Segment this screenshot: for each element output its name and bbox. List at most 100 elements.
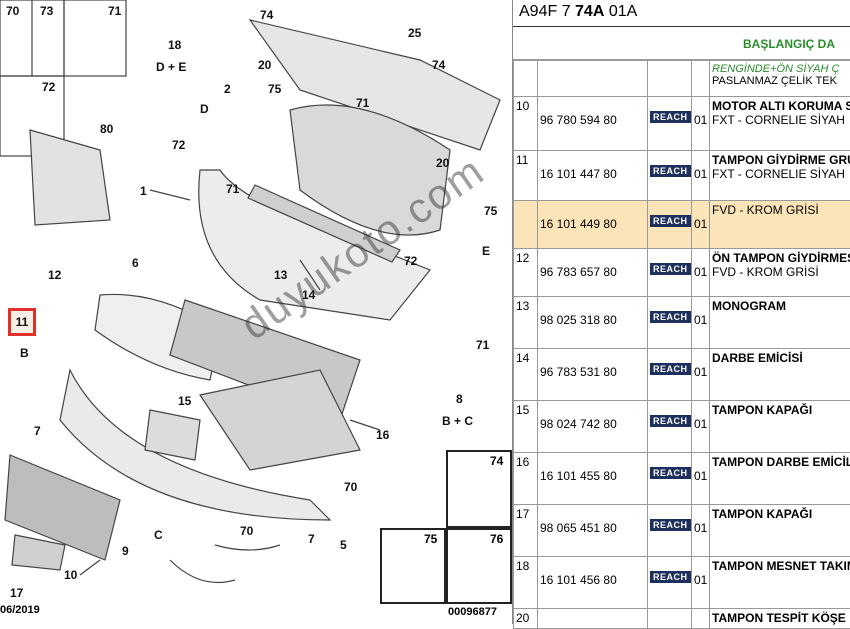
callout-70c[interactable]: 70 (240, 524, 253, 538)
row-number: 17 (516, 507, 535, 521)
part-number: 96 783 531 80 (540, 365, 645, 379)
callout-70b[interactable]: 70 (344, 480, 357, 494)
quantity: 01 (694, 521, 707, 535)
quantity: 01 (694, 167, 707, 181)
callout-71b[interactable]: 71 (356, 96, 369, 110)
part-number: 96 780 594 80 (540, 113, 645, 127)
callout-8[interactable]: 8 (456, 392, 463, 406)
reach-badge: REACH (650, 415, 691, 427)
row-number: 18 (516, 559, 535, 573)
callout-D[interactable]: D (200, 102, 209, 116)
part-name: TAMPON GİYDİRME GRU (712, 153, 849, 167)
row-number: 15 (516, 403, 535, 417)
callout-70[interactable]: 70 (6, 4, 19, 18)
quantity: 01 (694, 265, 707, 279)
callout-E[interactable]: E (482, 244, 490, 258)
reach-badge: REACH (650, 111, 691, 123)
callout-2[interactable]: 2 (224, 82, 231, 96)
callout-71d[interactable]: 71 (476, 338, 489, 352)
callout-17[interactable]: 17 (10, 586, 23, 600)
quantity: 01 (694, 417, 707, 431)
row-number: 16 (516, 455, 535, 469)
callout-C[interactable]: C (154, 528, 163, 542)
part-detail: FXT - CORNELIE SİYAH (712, 113, 849, 127)
part-name: ÖN TAMPON GİYDİRMES (712, 251, 849, 265)
fastener-box-75: 75 (380, 528, 446, 604)
part-number: 98 025 318 80 (540, 313, 645, 327)
row-number: 14 (516, 351, 535, 365)
callout-25[interactable]: 25 (408, 26, 421, 40)
header-prefix: A94F 7 (519, 3, 575, 20)
part-number: 98 065 451 80 (540, 521, 645, 535)
callout-75[interactable]: 75 (268, 82, 281, 96)
callout-7[interactable]: 7 (34, 424, 41, 438)
callout-15[interactable]: 15 (178, 394, 191, 408)
callout-7b[interactable]: 7 (308, 532, 315, 546)
part-name: MONOGRAM (712, 299, 849, 313)
part-number: 16 101 456 80 (540, 573, 645, 587)
part-detail: FVD - KROM GRİSİ (712, 203, 849, 217)
start-banner: BAŞLANGIÇ DA (513, 28, 850, 60)
callout-11-highlighted[interactable]: 11 (8, 308, 36, 336)
part-detail: FXT - CORNELIE SİYAH (712, 167, 849, 181)
callout-71c[interactable]: 71 (226, 182, 239, 196)
box-label-76: 76 (490, 532, 503, 546)
reach-badge: REACH (650, 263, 691, 275)
callout-18-suffix: D + E (156, 60, 186, 74)
callout-20[interactable]: 20 (258, 58, 271, 72)
callout-5[interactable]: 5 (340, 538, 347, 552)
part-name: TAMPON DARBE EMİCİL (712, 455, 849, 469)
callout-71[interactable]: 71 (108, 4, 121, 18)
callout-18[interactable]: 18 (168, 38, 181, 52)
reach-badge: REACH (650, 165, 691, 177)
callout-72[interactable]: 72 (42, 80, 55, 94)
box-label-74: 74 (490, 454, 503, 468)
callout-8-suffix: B + C (442, 414, 473, 428)
reach-badge: REACH (650, 363, 691, 375)
exploded-parts-diagram: 74 75 76 70 73 71 72 80 18 D + E 74 25 2… (0, 0, 512, 624)
intro-line-2: PASLANMAZ ÇELİK TEK (712, 75, 849, 87)
part-number: 16 101 455 80 (540, 469, 645, 483)
reach-badge: REACH (650, 467, 691, 479)
callout-9[interactable]: 9 (122, 544, 129, 558)
callout-10[interactable]: 10 (64, 568, 77, 582)
row-number: 11 (516, 153, 535, 167)
callout-16[interactable]: 16 (376, 428, 389, 442)
callout-75b[interactable]: 75 (484, 204, 497, 218)
callout-6[interactable]: 6 (132, 256, 139, 270)
row-number: 10 (516, 99, 535, 113)
reach-badge: REACH (650, 571, 691, 583)
callout-74[interactable]: 74 (260, 8, 273, 22)
row-number: 12 (516, 251, 535, 265)
diagram-date: 06/2019 (0, 604, 40, 616)
row-number: 20 (516, 611, 535, 625)
callout-73[interactable]: 73 (40, 4, 53, 18)
row-number: 13 (516, 299, 535, 313)
quantity: 01 (694, 469, 707, 483)
callout-72c[interactable]: 72 (404, 254, 417, 268)
part-name: DARBE EMİCİSİ (712, 351, 849, 365)
callout-1[interactable]: 1 (140, 184, 147, 198)
callout-74b[interactable]: 74 (432, 58, 445, 72)
reach-badge: REACH (650, 215, 691, 227)
quantity: 01 (694, 217, 707, 231)
part-number: 16 101 449 80 (540, 217, 645, 231)
callout-12[interactable]: 12 (48, 268, 61, 282)
part-name: MOTOR ALTI KORUMA S (712, 99, 849, 113)
callout-72b[interactable]: 72 (172, 138, 185, 152)
reach-badge: REACH (650, 519, 691, 531)
parts-table-panel: A94F 7 74A 01A BAŞLANGIÇ DA RENGİNDE+ÖN … (512, 0, 850, 624)
callout-80[interactable]: 80 (100, 122, 113, 136)
callout-B[interactable]: B (20, 346, 29, 360)
